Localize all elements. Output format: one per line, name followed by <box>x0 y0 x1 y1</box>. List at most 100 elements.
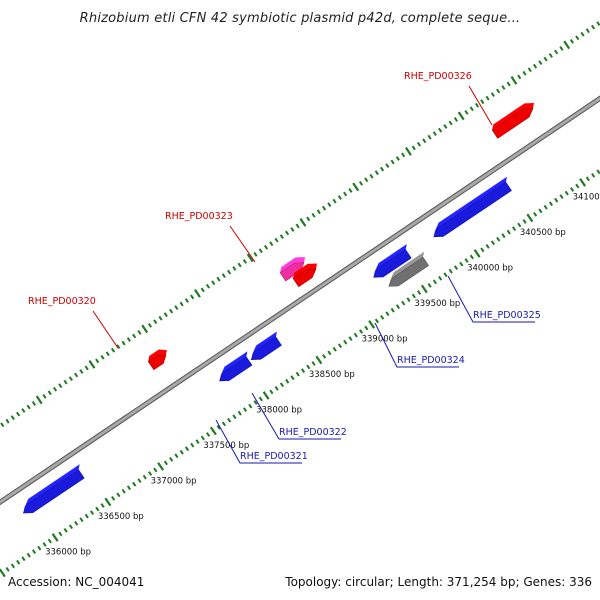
outer-tick-mark <box>174 305 179 310</box>
inner-tick-mark <box>311 361 316 366</box>
outer-tick-mark <box>158 315 163 321</box>
inner-tick-mark <box>322 354 327 359</box>
outer-tick-mark <box>26 404 31 410</box>
gene-arrow[interactable] <box>490 99 539 139</box>
outer-tick-mark <box>31 401 36 406</box>
outer-tick-mark <box>395 156 400 161</box>
gene-arrow-top <box>219 351 248 381</box>
inner-tick-mark <box>315 355 323 365</box>
inner-tick-mark <box>380 314 385 320</box>
gene-arrow[interactable] <box>215 351 256 385</box>
outer-tick-mark <box>585 28 590 34</box>
outer-tick-mark <box>95 358 100 364</box>
outer-tick-mark <box>190 294 195 300</box>
scale-tick-label: 337500 bp <box>203 441 249 451</box>
gene-arrow[interactable] <box>291 259 322 288</box>
outer-tick-mark <box>311 212 316 218</box>
inner-tick-mark <box>51 533 59 542</box>
outer-tick-mark <box>306 216 311 222</box>
outer-tick-mark <box>422 138 427 144</box>
inner-tick-mark <box>596 169 600 175</box>
inner-tick-mark <box>26 552 31 558</box>
inner-tick-mark <box>89 510 95 515</box>
gene-label[interactable]: RHE_PD00322 <box>279 427 347 438</box>
outer-tick-ring <box>0 21 600 428</box>
inner-tick-mark <box>121 488 126 494</box>
inner-tick-mark <box>485 243 490 249</box>
outer-tick-mark <box>242 259 247 264</box>
outer-tick-mark <box>348 188 353 193</box>
inner-tick-mark <box>517 222 522 228</box>
outer-tick-mark <box>58 383 63 389</box>
inner-tick-mark <box>490 240 495 246</box>
inner-tick-mark <box>469 254 474 260</box>
gene-arrow[interactable] <box>429 176 515 241</box>
gene-arrow-top <box>373 244 407 278</box>
inner-tick-mark <box>163 460 168 466</box>
outer-tick-mark <box>522 70 527 76</box>
gene-label[interactable]: RHE_PD00326 <box>404 71 472 82</box>
gene-label-leader <box>468 85 493 126</box>
gene-arrow[interactable] <box>384 251 432 291</box>
gene-arrow-body <box>373 249 412 278</box>
scale-tick-label: 339000 bp <box>362 334 408 344</box>
inner-tick-mark <box>10 563 15 569</box>
inner-tick-mark <box>262 391 270 400</box>
outer-tick-mark <box>274 237 279 243</box>
inner-tick-mark <box>79 517 84 523</box>
inner-tick-mark <box>142 474 147 480</box>
outer-tick-mark <box>443 124 448 129</box>
gene-arrow-body <box>433 181 512 238</box>
inner-tick-mark <box>132 481 137 487</box>
outer-tick-mark <box>163 312 168 318</box>
outer-tick-mark <box>510 76 518 85</box>
outer-tick-mark <box>464 109 469 115</box>
gene-arrow[interactable] <box>369 244 415 281</box>
inner-tick-mark <box>248 403 253 409</box>
gene-label[interactable]: RHE_PD00325 <box>473 310 541 321</box>
outer-tick-mark <box>299 218 307 227</box>
gene-arrow-body <box>147 354 167 371</box>
inner-tick-mark <box>74 520 79 526</box>
outer-tick-mark <box>105 351 110 357</box>
inner-tick-mark <box>401 300 406 306</box>
inner-tick-mark <box>269 389 274 395</box>
inner-tick-mark <box>348 336 353 342</box>
gene-arrow[interactable] <box>246 331 285 363</box>
outer-tick-mark <box>569 38 575 44</box>
inner-tick-ring <box>0 169 600 578</box>
gene-label[interactable]: RHE_PD00324 <box>397 355 465 366</box>
gene-label-leader <box>92 310 119 349</box>
outer-tick-mark <box>438 127 443 133</box>
outer-tick-mark <box>485 95 490 101</box>
inner-tick-mark <box>417 290 422 295</box>
inner-tick-mark <box>548 201 554 207</box>
gene-arrow-top <box>23 464 80 514</box>
inner-tick-mark <box>195 439 200 444</box>
outer-tick-mark <box>527 67 532 73</box>
outer-tick-mark <box>448 120 453 126</box>
gene-arrow[interactable] <box>146 346 172 371</box>
scale-tick-label: 336000 bp <box>45 547 91 557</box>
inner-tick-mark <box>420 284 428 294</box>
gene-arrow[interactable] <box>278 253 310 282</box>
gene-label[interactable]: RHE_PD00320 <box>28 296 96 307</box>
gene-label[interactable]: RHE_PD00323 <box>165 211 233 222</box>
outer-tick-mark <box>200 287 205 293</box>
inner-tick-mark <box>453 265 459 271</box>
outer-tick-mark <box>385 163 390 168</box>
outer-tick-mark <box>285 230 290 236</box>
inner-tick-mark <box>137 478 142 484</box>
gene-features <box>18 99 539 517</box>
gene-label[interactable]: RHE_PD00321 <box>240 451 308 462</box>
inner-tick-mark <box>390 307 395 313</box>
map-title: Rhizobium etli CFN 42 symbiotic plasmid … <box>79 11 521 26</box>
gene-arrow[interactable] <box>18 464 87 517</box>
inner-tick-mark <box>148 471 153 476</box>
inner-tick-mark <box>95 506 100 512</box>
inner-tick-mark <box>406 297 411 302</box>
outer-tick-mark <box>563 40 571 50</box>
inner-tick-mark <box>554 197 559 203</box>
outer-tick-mark <box>469 106 474 112</box>
